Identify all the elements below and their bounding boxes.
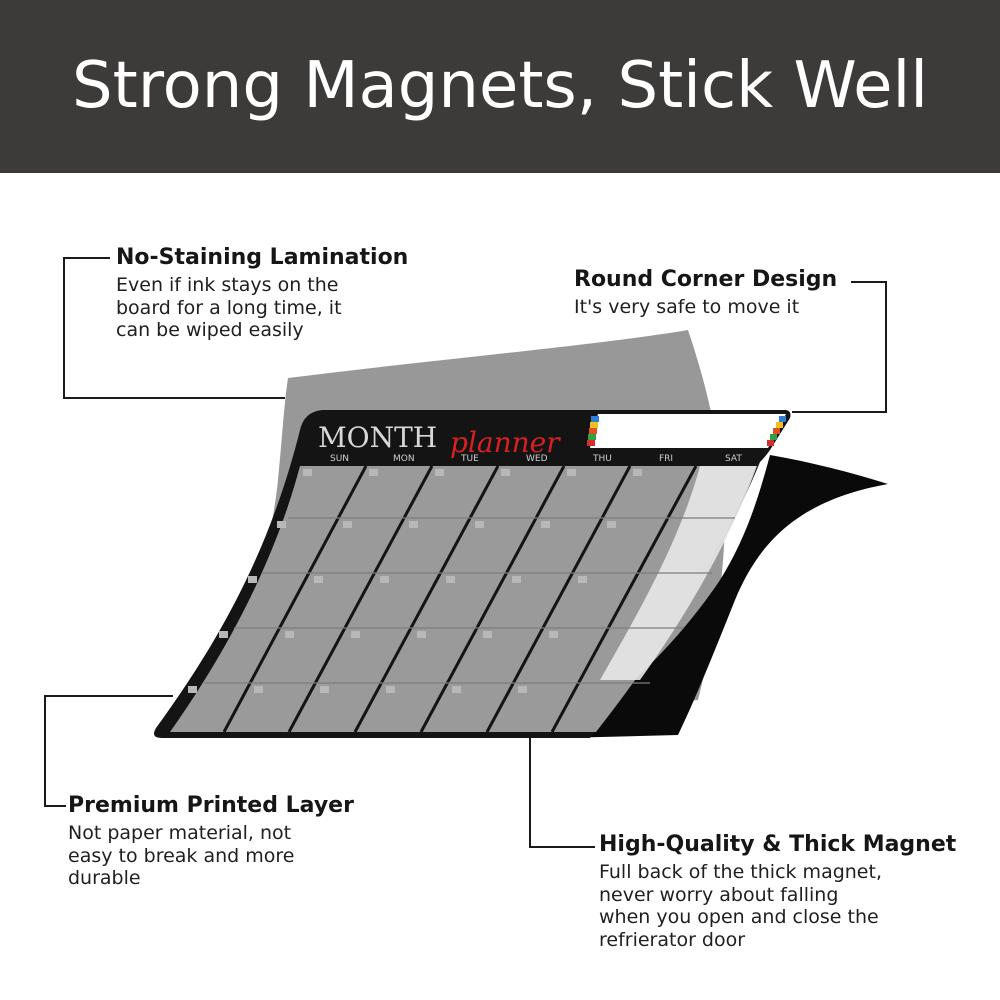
connector-printed-h1 <box>45 695 173 697</box>
planner-script-word: planner <box>450 426 561 459</box>
day-label: WED <box>526 454 548 464</box>
row-lines <box>204 517 735 684</box>
connector-magnet-h <box>529 846 595 848</box>
callout-magnet: High-Quality & Thick Magnet Full back of… <box>599 831 956 951</box>
callout-line: refrierator door <box>599 928 746 951</box>
connector-printed-v <box>44 695 46 807</box>
planner-color-bar-left <box>587 416 599 446</box>
date-boxes <box>188 469 642 693</box>
connector-lamination-h1 <box>64 257 110 259</box>
magnet-backing <box>560 455 888 738</box>
connector-lamination-h2 <box>63 397 285 399</box>
day-label: FRI <box>659 454 673 464</box>
callout-magnet-body: Full back of the thick magnet, never wor… <box>599 861 956 951</box>
header-banner: Strong Magnets, Stick Well <box>0 0 1000 173</box>
column-dividers <box>222 465 698 733</box>
callout-printed-layer: Premium Printed Layer Not paper material… <box>68 792 354 890</box>
callout-line: It's very safe to move it <box>574 296 800 318</box>
callout-line: board for a long time, it <box>116 296 342 319</box>
callout-line: never worry about falling <box>599 883 839 906</box>
callout-lamination: No-Staining Lamination Even if ink stays… <box>116 244 408 342</box>
connector-corner-h1 <box>851 281 887 283</box>
planner-color-bar-right <box>767 416 786 446</box>
connector-corner-v <box>885 281 887 413</box>
callout-line: when you open and close the <box>599 906 879 928</box>
callout-round-corner-body: It's very safe to move it <box>574 296 837 319</box>
connector-printed-h2 <box>44 805 66 807</box>
callout-magnet-title: High-Quality & Thick Magnet <box>599 832 957 857</box>
callout-lamination-body: Even if ink stays on the board for a lon… <box>116 274 408 342</box>
callout-lamination-title: No-Staining Lamination <box>116 245 409 270</box>
day-label: SAT <box>725 454 742 464</box>
callout-printed-layer-title: Premium Printed Layer <box>68 793 354 818</box>
callout-line: easy to break and more <box>68 844 295 867</box>
connector-corner-h2 <box>792 411 887 413</box>
day-label: TUE <box>460 454 479 464</box>
callout-line: durable <box>68 867 141 889</box>
callout-round-corner: Round Corner Design It's very safe to mo… <box>574 266 837 319</box>
callout-line: Full back of the thick magnet, <box>599 861 882 883</box>
day-label: SUN <box>330 454 349 464</box>
day-label: MON <box>393 454 415 464</box>
day-labels: SUN MON TUE WED THU FRI SAT <box>330 454 742 464</box>
planner-notes-box <box>590 414 786 448</box>
planner-title: MONTH <box>318 421 437 454</box>
callout-line: can be wiped easily <box>116 319 304 341</box>
callout-line: Even if ink stays on the <box>116 274 339 296</box>
day-label: THU <box>592 454 612 464</box>
callout-printed-layer-body: Not paper material, not easy to break an… <box>68 822 354 890</box>
connector-lamination-v <box>63 257 65 399</box>
callout-line: Not paper material, not <box>68 822 292 844</box>
callout-round-corner-title: Round Corner Design <box>574 267 838 292</box>
banner-title: Strong Magnets, Stick Well <box>72 49 928 123</box>
connector-magnet-v <box>529 738 531 848</box>
